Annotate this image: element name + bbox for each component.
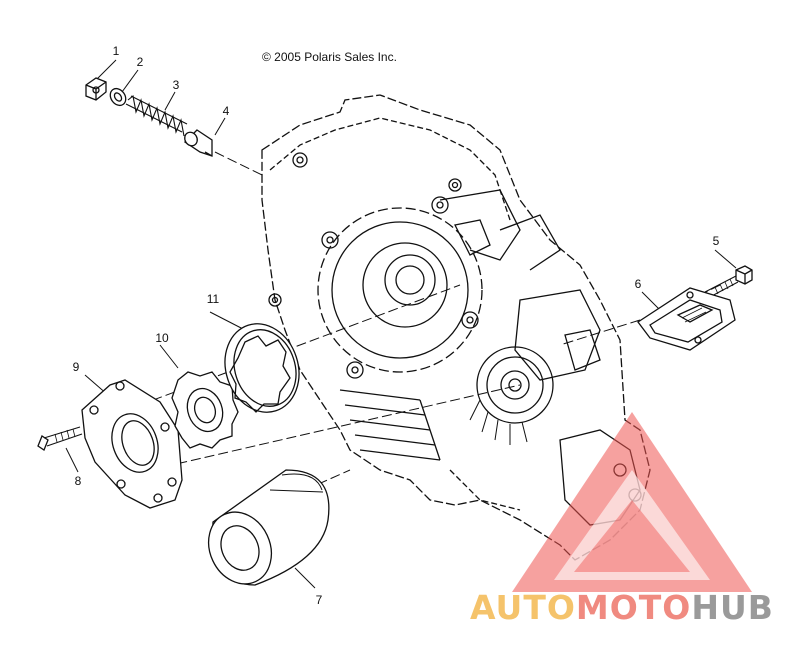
watermark-auto: AUTO	[470, 588, 576, 627]
part-8-screw	[37, 426, 83, 451]
callout-2: 2	[136, 55, 144, 69]
part-1-plug	[85, 77, 107, 101]
callout-7: 7	[315, 593, 323, 607]
part-2-washer	[109, 87, 127, 107]
watermark-triangle-logo	[512, 412, 752, 592]
callout-5: 5	[712, 234, 720, 248]
callout-11: 11	[206, 292, 220, 306]
part-11-outer-rotor	[224, 323, 300, 413]
watermark-hub: HUB	[691, 588, 774, 627]
part-3-spring	[125, 94, 188, 137]
watermark-moto: MOTO	[575, 588, 692, 627]
callout-9: 9	[72, 360, 80, 374]
callout-1: 1	[112, 44, 120, 58]
part-7-oil-filter	[207, 469, 330, 586]
part-10-inner-rotor	[171, 371, 239, 449]
watermark-brand: AUTO MOTO HUB	[470, 588, 774, 632]
part-9-pump-cover	[81, 379, 183, 509]
part-6-plate	[637, 287, 736, 351]
part-4-piston	[183, 129, 213, 157]
callout-6: 6	[634, 277, 642, 291]
copyright-notice: © 2005 Polaris Sales Inc.	[262, 50, 397, 64]
callout-3: 3	[172, 78, 180, 92]
callout-4: 4	[222, 104, 230, 118]
part-5-bolt	[704, 265, 753, 299]
callout-8: 8	[74, 474, 82, 488]
callout-10: 10	[155, 331, 169, 345]
